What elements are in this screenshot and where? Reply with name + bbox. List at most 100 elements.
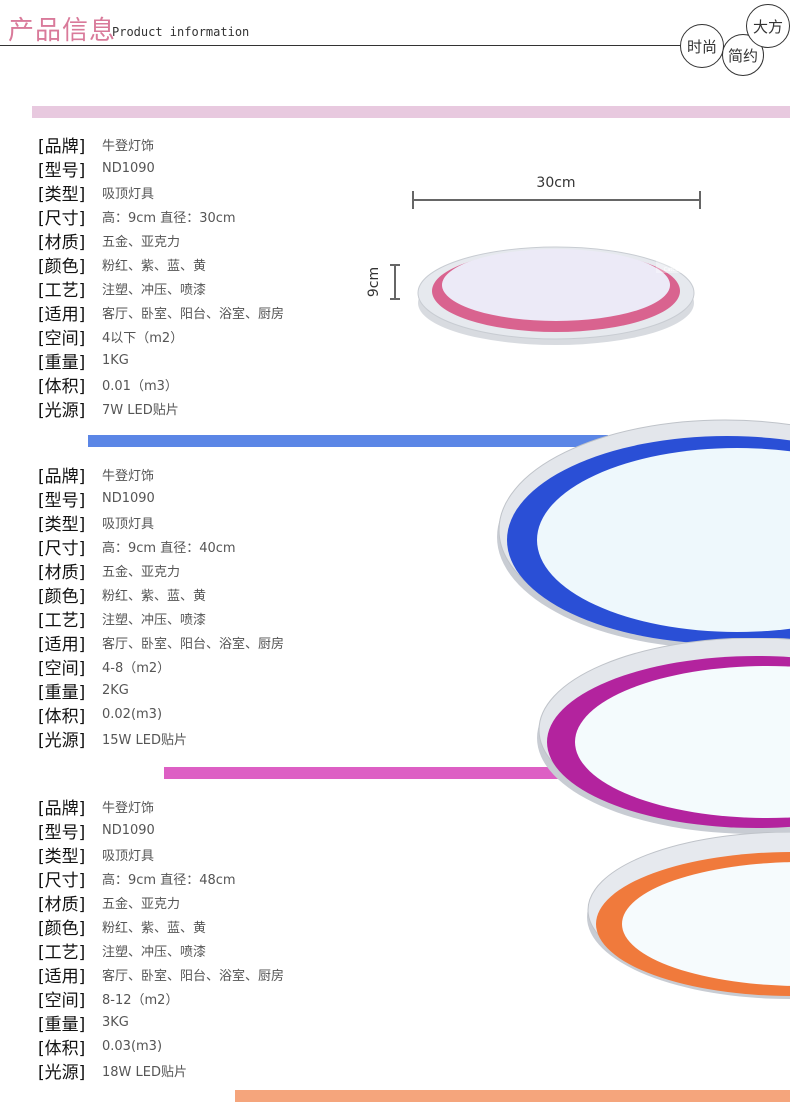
spec-row: [品牌]牛登灯饰 xyxy=(38,462,284,487)
tag-bubble-fashion: 时尚 xyxy=(680,24,724,68)
spec-row: [尺寸] 高：9cm 直径：40cm xyxy=(38,534,284,559)
spec-value: 牛登灯饰 xyxy=(102,800,155,816)
spec-row: [重量] 1KG xyxy=(38,348,284,373)
spec-label: [型号] xyxy=(38,490,86,511)
spec-label: [空间] xyxy=(38,990,86,1011)
watermark-subtext: Cattle lighting co. xyxy=(664,267,709,273)
spec-row: [类型]吸顶灯具 xyxy=(38,510,284,535)
spec-row: [体积] 0.01（m3） xyxy=(38,372,284,397)
spec-row: [品牌] 牛登灯饰 xyxy=(38,132,284,157)
spec-row: [颜色] 粉红、紫、蓝、黄 xyxy=(38,582,284,607)
dimension-height-label: 9cm xyxy=(366,267,382,297)
spec-value: ND1090 xyxy=(102,160,155,176)
spec-label: [材质] xyxy=(38,894,86,915)
spec-value: 五金、亚克力 xyxy=(102,896,181,912)
spec-value: 五金、亚克力 xyxy=(102,564,181,580)
spec-table-48cm: [品牌] 牛登灯饰 [型号] ND1090 [类型] 吸顶灯具 [尺寸] 高：9cm 直径：4… xyxy=(38,794,285,1083)
spec-row: [重量]3KG xyxy=(38,1010,284,1035)
spec-row: [尺寸] 高：9cm 直径：30cm xyxy=(38,204,284,229)
spec-label: [重量] xyxy=(38,682,86,703)
spec-value: 1KG xyxy=(102,352,129,368)
spec-label: [尺寸] xyxy=(38,870,86,891)
spec-label: [类型] xyxy=(38,846,86,867)
spec-label: [体积] xyxy=(38,706,86,727)
spec-table-30cm: [品牌] 牛登灯饰 [型号] ND1090 [类型] 吸顶灯具 [尺寸] 高：9cm 直径：3… xyxy=(38,132,285,421)
spec-value: 注塑、冲压、喷漆 xyxy=(102,282,207,298)
watermark-text: 牛登灯饰 xyxy=(664,252,708,266)
spec-row: [型号] ND1090 xyxy=(38,486,284,511)
spec-label: [光源] xyxy=(38,1062,86,1083)
page-subtitle: Product information xyxy=(112,25,250,39)
spec-row: [工艺] 注塑、冲压、喷漆 xyxy=(38,606,284,631)
spec-table-40cm: [品牌]牛登灯饰 [型号] ND1090 [类型]吸顶灯具 [尺寸] 高：9cm 直径：4… xyxy=(38,462,285,751)
spec-value: 0.01（m3） xyxy=(102,378,178,394)
spec-row: [空间]4-8（m2） xyxy=(38,654,284,679)
spec-value: 客厅、卧室、阳台、浴室、厨房 xyxy=(102,968,285,984)
tag-bubble-generous: 大方 xyxy=(746,4,790,48)
header-divider xyxy=(0,45,700,46)
spec-label: [品牌] xyxy=(38,136,86,157)
spec-label: [品牌] xyxy=(38,466,86,487)
section-bar-magenta xyxy=(164,767,564,779)
dimension-width-label: 30cm xyxy=(536,175,575,191)
spec-value: 粉红、紫、蓝、黄 xyxy=(102,588,207,604)
spec-value: 4-8（m2） xyxy=(102,660,171,676)
spec-value: 注塑、冲压、喷漆 xyxy=(102,612,207,628)
spec-value: 吸顶灯具 xyxy=(102,848,155,864)
spec-label: [颜色] xyxy=(38,918,86,939)
spec-label: [适用] xyxy=(38,304,86,325)
spec-value: ND1090 xyxy=(102,490,155,506)
spec-value: ND1090 xyxy=(102,822,155,838)
spec-row: [光源]7W LED贴片 xyxy=(38,396,284,421)
spec-value: 粉红、紫、蓝、黄 xyxy=(102,920,207,936)
spec-value: 注塑、冲压、喷漆 xyxy=(102,944,207,960)
spec-row: [型号] ND1090 xyxy=(38,156,284,181)
spec-value: 牛登灯饰 xyxy=(102,138,155,154)
spec-label: [类型] xyxy=(38,184,86,205)
spec-label: [体积] xyxy=(38,376,86,397)
spec-value: 高：9cm 直径：30cm xyxy=(102,210,236,226)
spec-value: 0.02(m3) xyxy=(102,706,163,722)
spec-row: [工艺]注塑、冲压、喷漆 xyxy=(38,938,284,963)
spec-value: 高：9cm 直径：40cm xyxy=(102,540,236,556)
lamp-image-blue xyxy=(497,419,790,649)
spec-row: [体积] 0.02(m3) xyxy=(38,702,284,727)
spec-row: [颜色]粉红、紫、蓝、黄 xyxy=(38,252,284,277)
spec-label: [重量] xyxy=(38,1014,86,1035)
section-bar-blue xyxy=(88,435,608,447)
spec-label: [品牌] xyxy=(38,798,86,819)
spec-row: [尺寸] 高：9cm 直径：48cm xyxy=(38,866,284,891)
spec-value: 客厅、卧室、阳台、浴室、厨房 xyxy=(102,306,285,322)
spec-row: [类型] 吸顶灯具 xyxy=(38,180,284,205)
spec-row: [光源] 18W LED贴片 xyxy=(38,1058,284,1083)
spec-label: [工艺] xyxy=(38,610,86,631)
spec-row: [颜色] 粉红、紫、蓝、黄 xyxy=(38,914,284,939)
spec-label: [光源] xyxy=(38,400,86,421)
spec-row: [空间] 8-12（m2） xyxy=(38,986,284,1011)
spec-value: 客厅、卧室、阳台、浴室、厨房 xyxy=(102,636,285,652)
spec-label: [重量] xyxy=(38,352,86,373)
spec-label: [尺寸] xyxy=(38,538,86,559)
spec-label: [空间] xyxy=(38,328,86,349)
spec-value: 吸顶灯具 xyxy=(102,516,155,532)
spec-row: [空间]4以下（m2） xyxy=(38,324,284,349)
spec-row: [材质] 五金、亚克力 xyxy=(38,558,284,583)
spec-row: [重量]2KG xyxy=(38,678,284,703)
spec-value: 高：9cm 直径：48cm xyxy=(102,872,236,888)
spec-label: [颜色] xyxy=(38,586,86,607)
spec-value: 8-12（m2） xyxy=(102,992,179,1008)
spec-value: 吸顶灯具 xyxy=(102,186,155,202)
section-bar-pink xyxy=(32,106,790,118)
spec-label: [材质] xyxy=(38,562,86,583)
spec-row: [体积]0.03(m3) xyxy=(38,1034,284,1059)
spec-label: [尺寸] xyxy=(38,208,86,229)
spec-label: [型号] xyxy=(38,160,86,181)
spec-label: [型号] xyxy=(38,822,86,843)
spec-label: [体积] xyxy=(38,1038,86,1059)
page-title: 产品信息 xyxy=(8,16,117,46)
spec-value: 15W LED贴片 xyxy=(102,732,187,748)
spec-row: [型号] ND1090 xyxy=(38,818,284,843)
spec-row: [适用]客厅、卧室、阳台、浴室、厨房 xyxy=(38,630,285,655)
spec-label: [适用] xyxy=(38,966,86,987)
spec-value: 18W LED贴片 xyxy=(102,1064,187,1080)
